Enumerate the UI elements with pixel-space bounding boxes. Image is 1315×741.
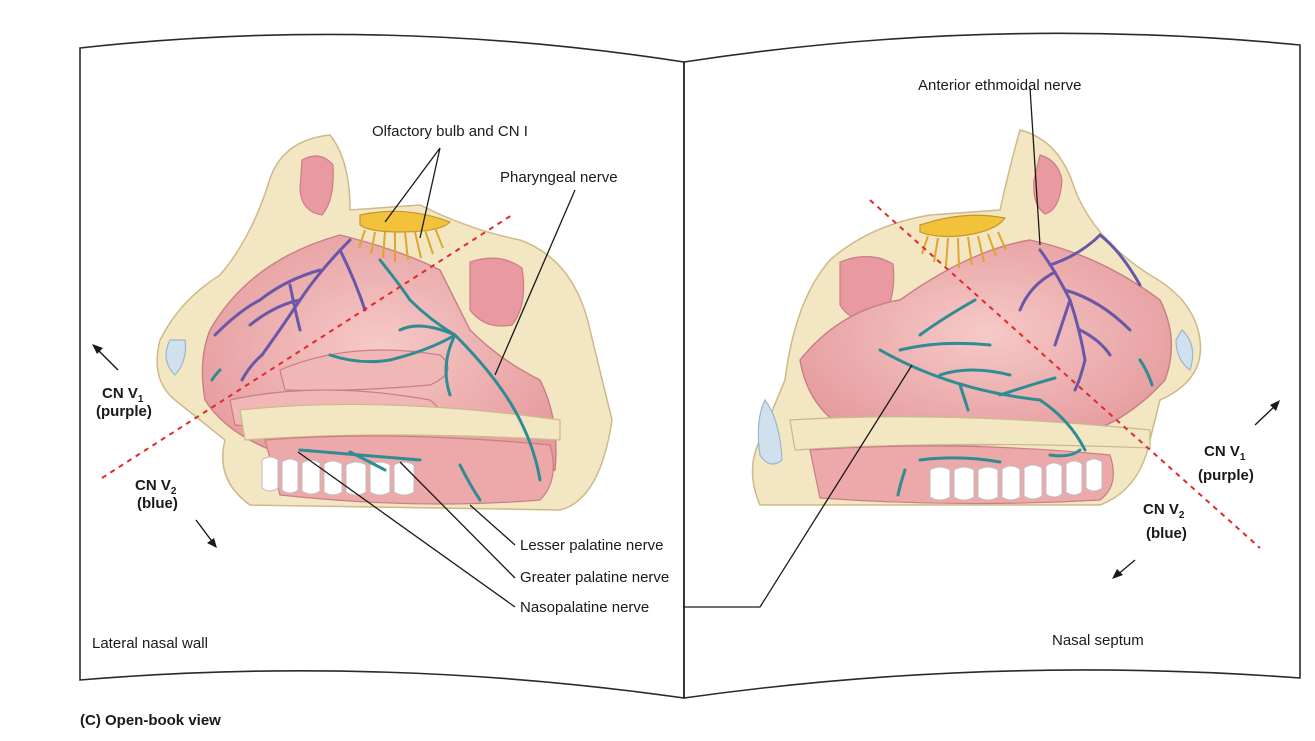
pharyngeal-label: Pharyngeal nerve [500, 169, 618, 186]
nasopalatine-label: Nasopalatine nerve [520, 599, 649, 616]
left-page-title: Lateral nasal wall [92, 635, 208, 652]
sphenoid-sinus-left [470, 258, 524, 326]
left-cn-v2-name: CN V [135, 477, 171, 494]
right-cn-v2-name: CN V [1143, 501, 1179, 518]
left-cn-v1-color: (purple) [96, 403, 152, 420]
left-cn-v2-color: (blue) [137, 495, 178, 512]
anterior-ethmoidal-label: Anterior ethmoidal nerve [918, 77, 1081, 94]
right-page-title: Nasal septum [1052, 632, 1144, 649]
left-cn-v1-name: CN V [102, 385, 138, 402]
figure-caption: (C) Open-book view [80, 712, 221, 729]
right-cn-v1-sub: 1 [1240, 452, 1246, 463]
right-cn-v1-color: (purple) [1198, 467, 1254, 484]
olfactory-label: Olfactory bulb and CN I [372, 123, 528, 140]
lesser-palatine-label: Lesser palatine nerve [520, 537, 663, 554]
right-cn-v2-sub: 2 [1179, 510, 1185, 521]
right-cn-v2-color: (blue) [1146, 525, 1187, 542]
right-cn-v1-name: CN V [1204, 443, 1240, 460]
greater-palatine-label: Greater palatine nerve [520, 569, 669, 586]
